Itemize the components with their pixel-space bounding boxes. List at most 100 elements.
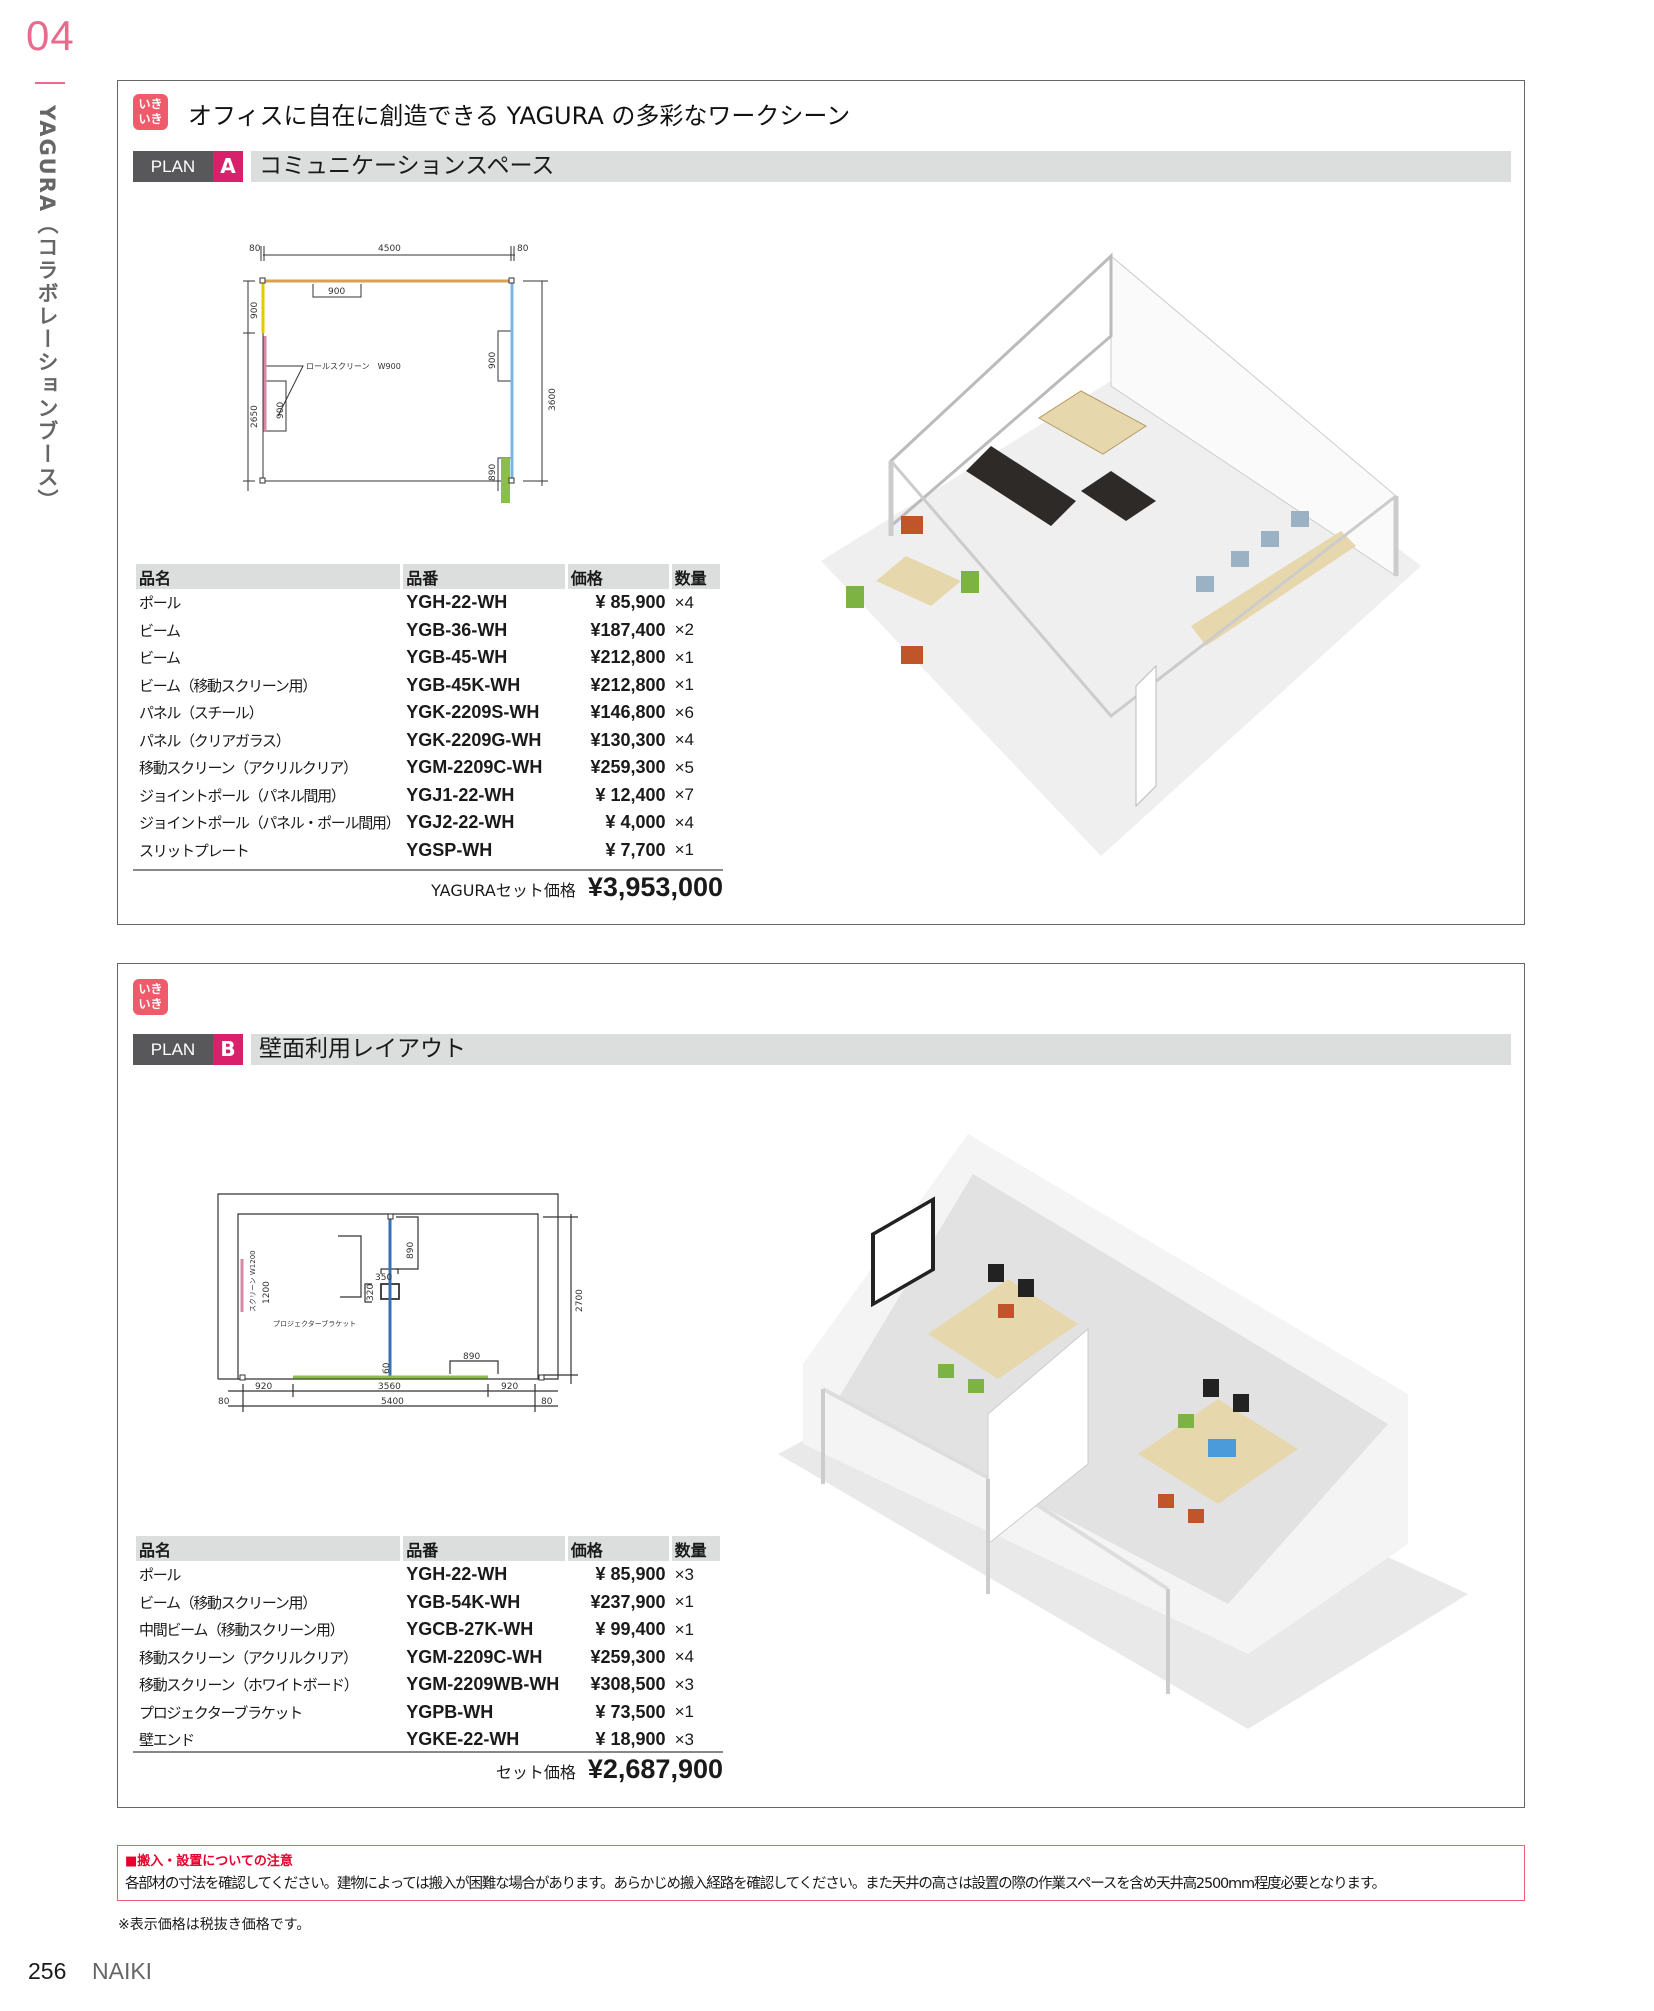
item-price: ¥187,400 [590, 619, 666, 640]
headline: オフィスに自在に創造できる YAGURA の多彩なワークシーン [188, 102, 851, 130]
plan-title: 壁面利用レイアウト [251, 1034, 1511, 1065]
chapter-number: 04 [26, 12, 75, 59]
total-value: ¥2,687,900 [587, 1754, 723, 1784]
item-code: YGPB-WH [406, 1701, 494, 1722]
item-code: YGCB-27K-WH [406, 1619, 534, 1640]
item-qty: ×5 [674, 757, 694, 777]
item-code: YGM-2209C-WH [406, 1646, 543, 1667]
item-price: ¥130,300 [590, 729, 666, 750]
item-price: ¥ 85,900 [595, 1564, 666, 1585]
item-qty: ×1 [674, 1702, 694, 1722]
dim-5400: 5400 [381, 1397, 404, 1407]
table-header: 品名 品番 価格 数量 [136, 564, 720, 589]
dim-80-right: 80 [541, 1397, 553, 1407]
item-code: YGB-45K-WH [406, 674, 521, 695]
item-qty: ×4 [674, 730, 694, 750]
screen-label: スクリーン W1200 [249, 1250, 257, 1312]
item-qty: ×6 [674, 702, 694, 722]
item-name: ビーム（移動スクリーン用） [139, 676, 317, 695]
item-name: 移動スクリーン（ホワイトボード） [139, 1676, 359, 1695]
item-qty: ×1 [674, 1619, 694, 1639]
dim-350: 350 [375, 1273, 392, 1283]
item-code: YGKE-22-WH [406, 1729, 520, 1750]
item-name: プロジェクターブラケット [139, 1703, 303, 1722]
plan-a-rendering [821, 252, 1421, 856]
item-code: YGH-22-WH [406, 1564, 508, 1585]
table-row: ビーム YGB-36-WH ¥187,400 ×2 [136, 617, 720, 645]
table-row: ジョイントポール（パネル間用）YGJ1-22-WH¥ 12,400×7 [136, 782, 720, 810]
item-name: 壁エンド [139, 1731, 195, 1750]
item-price: ¥ 18,900 [595, 1729, 666, 1750]
item-code: YGB-45-WH [406, 647, 508, 668]
plan-b-total: セット価格 ¥2,687,900 [133, 1754, 723, 1785]
table-row: 移動スクリーン（アクリルクリア） YGM-2209C-WH ¥259,300 ×4 [136, 1644, 720, 1672]
ikiiki-badge-icon: いき いき [133, 979, 168, 1015]
plan-b-panel: いき いき PLAN B 壁面利用レイアウト 890 350 320 60 [117, 963, 1525, 1808]
dim-80-left: 80 [218, 1397, 230, 1407]
item-name: ポール [139, 1566, 181, 1585]
total-label: セット価格 [495, 1763, 576, 1782]
item-name: ビーム [139, 621, 181, 640]
total-divider [133, 869, 723, 871]
col-price: 価格 [567, 564, 669, 589]
page-number: 256 [28, 1958, 67, 1984]
item-name: ビーム [139, 649, 181, 668]
dim-900-right: 900 [488, 352, 498, 369]
item-qty: ×7 [674, 785, 694, 805]
item-name: 移動スクリーン（アクリルクリア） [139, 1648, 358, 1667]
item-qty: ×3 [674, 1674, 694, 1694]
total-divider [133, 1751, 723, 1753]
dim-2650: 2650 [250, 405, 260, 428]
item-price: ¥ 73,500 [595, 1701, 666, 1722]
item-code: YGB-36-WH [406, 619, 508, 640]
col-name: 品名 [136, 564, 401, 589]
item-qty: ×1 [674, 1592, 694, 1612]
dim-320: 320 [366, 1284, 376, 1301]
col-code: 品番 [403, 1536, 565, 1561]
total-value: ¥3,953,000 [587, 872, 723, 902]
item-code: YGM-2209C-WH [406, 757, 543, 778]
item-qty: ×4 [674, 592, 694, 612]
installation-notice: ■搬入・設置についての注意 各部材の寸法を確認してください。建物によっては搬入が… [117, 1845, 1525, 1901]
item-qty: ×2 [674, 620, 694, 640]
plan-b-rendering [778, 1134, 1468, 1729]
item-name: パネル（スチール） [139, 704, 264, 723]
item-qty: ×1 [674, 675, 694, 695]
plan-title: コミュニケーションスペース [251, 151, 1511, 182]
dim-890: 890 [488, 464, 498, 481]
item-name: ポール [139, 594, 181, 613]
item-name: パネル（クリアガラス） [139, 731, 291, 750]
col-price: 価格 [567, 1536, 669, 1561]
item-code: YGK-2209G-WH [406, 729, 542, 750]
notice-body: 各部材の寸法を確認してください。建物によっては搬入が困難な場合があります。あらか… [125, 1876, 1386, 1892]
plan-b-floorplan: 890 350 320 60 890 2700 920 3560 920 80 … [217, 1193, 585, 1412]
table-row: パネル（スチール）YGK-2209S-WH¥146,800×6 [136, 699, 720, 727]
item-qty: ×3 [674, 1729, 694, 1749]
dim-920-left: 920 [255, 1382, 272, 1392]
dim-60: 60 [382, 1362, 392, 1374]
dim-900-top: 900 [328, 287, 345, 297]
item-code: YGJ2-22-WH [406, 812, 515, 833]
dim-width: 4500 [378, 244, 401, 254]
dim-3560: 3560 [378, 1382, 401, 1392]
col-qty: 数量 [671, 1536, 720, 1561]
item-qty: ×4 [674, 1647, 694, 1667]
item-name: ビーム（移動スクリーン用） [139, 1593, 317, 1612]
item-name: 中間ビーム（移動スクリーン用） [139, 1621, 345, 1640]
item-price: ¥259,300 [590, 1646, 666, 1667]
dim-3600: 3600 [548, 388, 558, 411]
table-header: 品名 品番 価格 数量 [136, 1536, 720, 1561]
item-code: YGM-2209WB-WH [406, 1674, 560, 1695]
plan-a-header: PLAN A コミュニケーションスペース [133, 151, 1511, 182]
bracket-label: プロジェクターブラケット [273, 1319, 356, 1328]
item-name: 移動スクリーン（アクリルクリア） [139, 759, 358, 778]
item-price: ¥ 85,900 [595, 592, 666, 613]
item-price: ¥ 4,000 [605, 812, 666, 833]
dim-1200: 1200 [262, 1281, 272, 1304]
item-code: YGK-2209S-WH [406, 702, 540, 723]
item-price: ¥ 12,400 [595, 784, 666, 805]
